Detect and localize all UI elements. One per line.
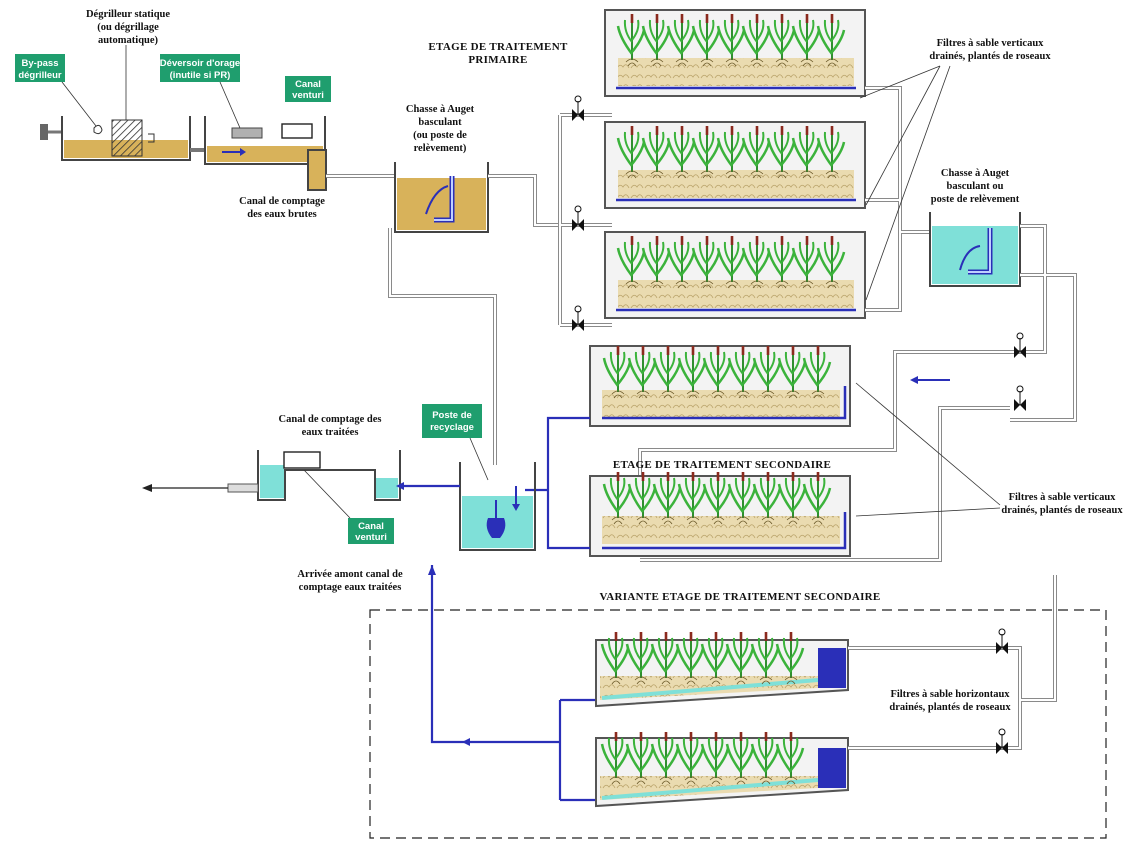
horizontal-filter-1 [595,630,849,708]
variante-frame [369,609,1107,839]
svg-text:Dégrilleur statique(ou dégrill: Dégrilleur statique(ou dégrillageautomat… [86,9,170,46]
primary-drain-collector [865,86,930,312]
valve-icon [571,305,585,332]
secondary-filter-2 [589,470,851,557]
valve-icon [571,95,585,122]
primary-distribution-pipes [488,95,612,332]
svg-text:VARIANTE ETAGE DE TRAITEMENT S: VARIANTE ETAGE DE TRAITEMENT SECONDAIRE [599,591,880,603]
poste-recyclage [459,462,536,551]
svg-text:Déversoir d'orage(inutile si P: Déversoir d'orage(inutile si PR) [160,58,240,81]
label-deversoir: Déversoir d'orage(inutile si PR) [160,54,241,129]
svg-text:ETAGE DE TRAITEMENT SECONDAIRE: ETAGE DE TRAITEMENT SECONDAIRE [613,459,831,471]
pretreatment-channel [40,116,395,191]
label-etage-secondaire: ETAGE DE TRAITEMENT SECONDAIRE [613,459,831,471]
secondary-filter-1 [589,344,851,427]
primary-filter-1 [604,9,866,97]
secondary-distribution-pipes [638,350,1010,562]
valve-icon [995,628,1009,655]
secondary-outlet-pipes [525,416,590,550]
bypass-flap-icon [93,124,103,135]
canal-comptage-traitees [142,450,460,501]
valve-icon [1013,332,1027,359]
variante-feed-pipes [848,575,1057,755]
primary-filter-3 [604,231,866,319]
valve-icon [1013,385,1027,412]
chasse-auget-secondary [929,212,1077,422]
screen-grid-icon [111,119,143,157]
horizontal-filter-2 [595,730,849,808]
valve-icon [571,205,585,232]
pump-icon [486,518,506,538]
primary-filter-2 [604,121,866,209]
recycle-return-line [388,228,497,465]
chasse-auget-primary [394,162,489,233]
variante-return-line [428,565,598,802]
valve-icon [995,728,1009,755]
label-variante: VARIANTE ETAGE DE TRAITEMENT SECONDAIRE [599,591,880,603]
